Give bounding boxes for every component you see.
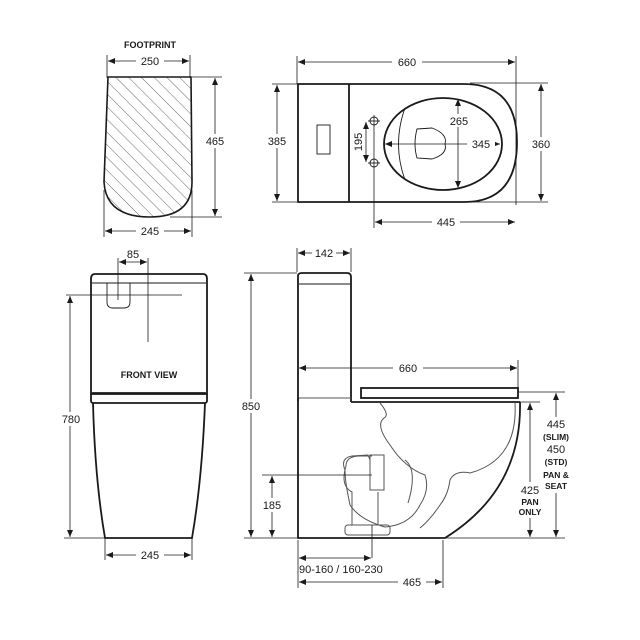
front-button-offset: 85 [127, 249, 139, 261]
side-seat-height-std: 450 [547, 444, 565, 456]
side-pan-outline [297, 398, 521, 539]
front-view-title: FRONT VIEW [121, 370, 178, 380]
plan-flush-button [316, 124, 331, 155]
side-tank-depth: 142 [315, 248, 333, 260]
front-view: 85 FRONT VIEW 780 245 [60, 249, 208, 562]
plan-overall-width: 385 [268, 136, 286, 148]
side-pan-seat-caption-1: PAN & [543, 470, 569, 480]
side-seat-height-std-label: (STD) [545, 457, 568, 467]
side-base-depth: 465 [403, 577, 421, 589]
side-view: 142 850 185 660 [240, 246, 572, 589]
front-pan-outline [92, 402, 206, 539]
side-pan-only-caption-2: ONLY [519, 507, 542, 517]
side-pan-only-height: 425 [521, 485, 539, 497]
plan-bowl-length: 345 [472, 139, 490, 151]
side-outlet-height: 185 [263, 500, 281, 512]
side-tank-outline [297, 272, 352, 402]
plan-pan-width: 360 [532, 139, 550, 151]
footprint-width-top: 250 [141, 56, 159, 68]
front-flush-button [106, 283, 131, 309]
side-pan-seat-caption-2: SEAT [545, 481, 568, 491]
side-trap [369, 454, 385, 491]
footprint-title: FOOTPRINT [124, 40, 176, 50]
plan-overall-length: 660 [398, 57, 416, 69]
plan-body-outline [297, 83, 518, 203]
footprint-view: FOOTPRINT 250 465 245 [103, 40, 228, 238]
plan-bowl [383, 97, 503, 191]
footprint-shape [103, 76, 193, 218]
footprint-width-bottom: 245 [141, 226, 159, 238]
plan-view: 660 195 265 345 385 [266, 55, 555, 229]
side-seat-length: 660 [399, 363, 417, 375]
front-height: 780 [62, 414, 80, 426]
plan-fixing-spacing: 195 [353, 133, 365, 151]
side-seat-height-slim: 445 [547, 419, 565, 431]
side-seat [360, 387, 519, 399]
side-setout: 90-160 / 160-230 [299, 564, 383, 576]
side-bowl-interior [343, 402, 428, 528]
front-base-width: 245 [141, 550, 159, 562]
plan-bowl-width: 265 [450, 116, 468, 128]
side-pan-only-caption-1: PAN [521, 497, 538, 507]
side-seat-height-slim-label: (SLIM) [543, 432, 569, 442]
footprint-depth: 465 [206, 136, 224, 148]
plan-fixing-to-front: 445 [437, 217, 455, 229]
plan-outlet [414, 127, 446, 160]
side-overall-height: 850 [242, 401, 260, 413]
